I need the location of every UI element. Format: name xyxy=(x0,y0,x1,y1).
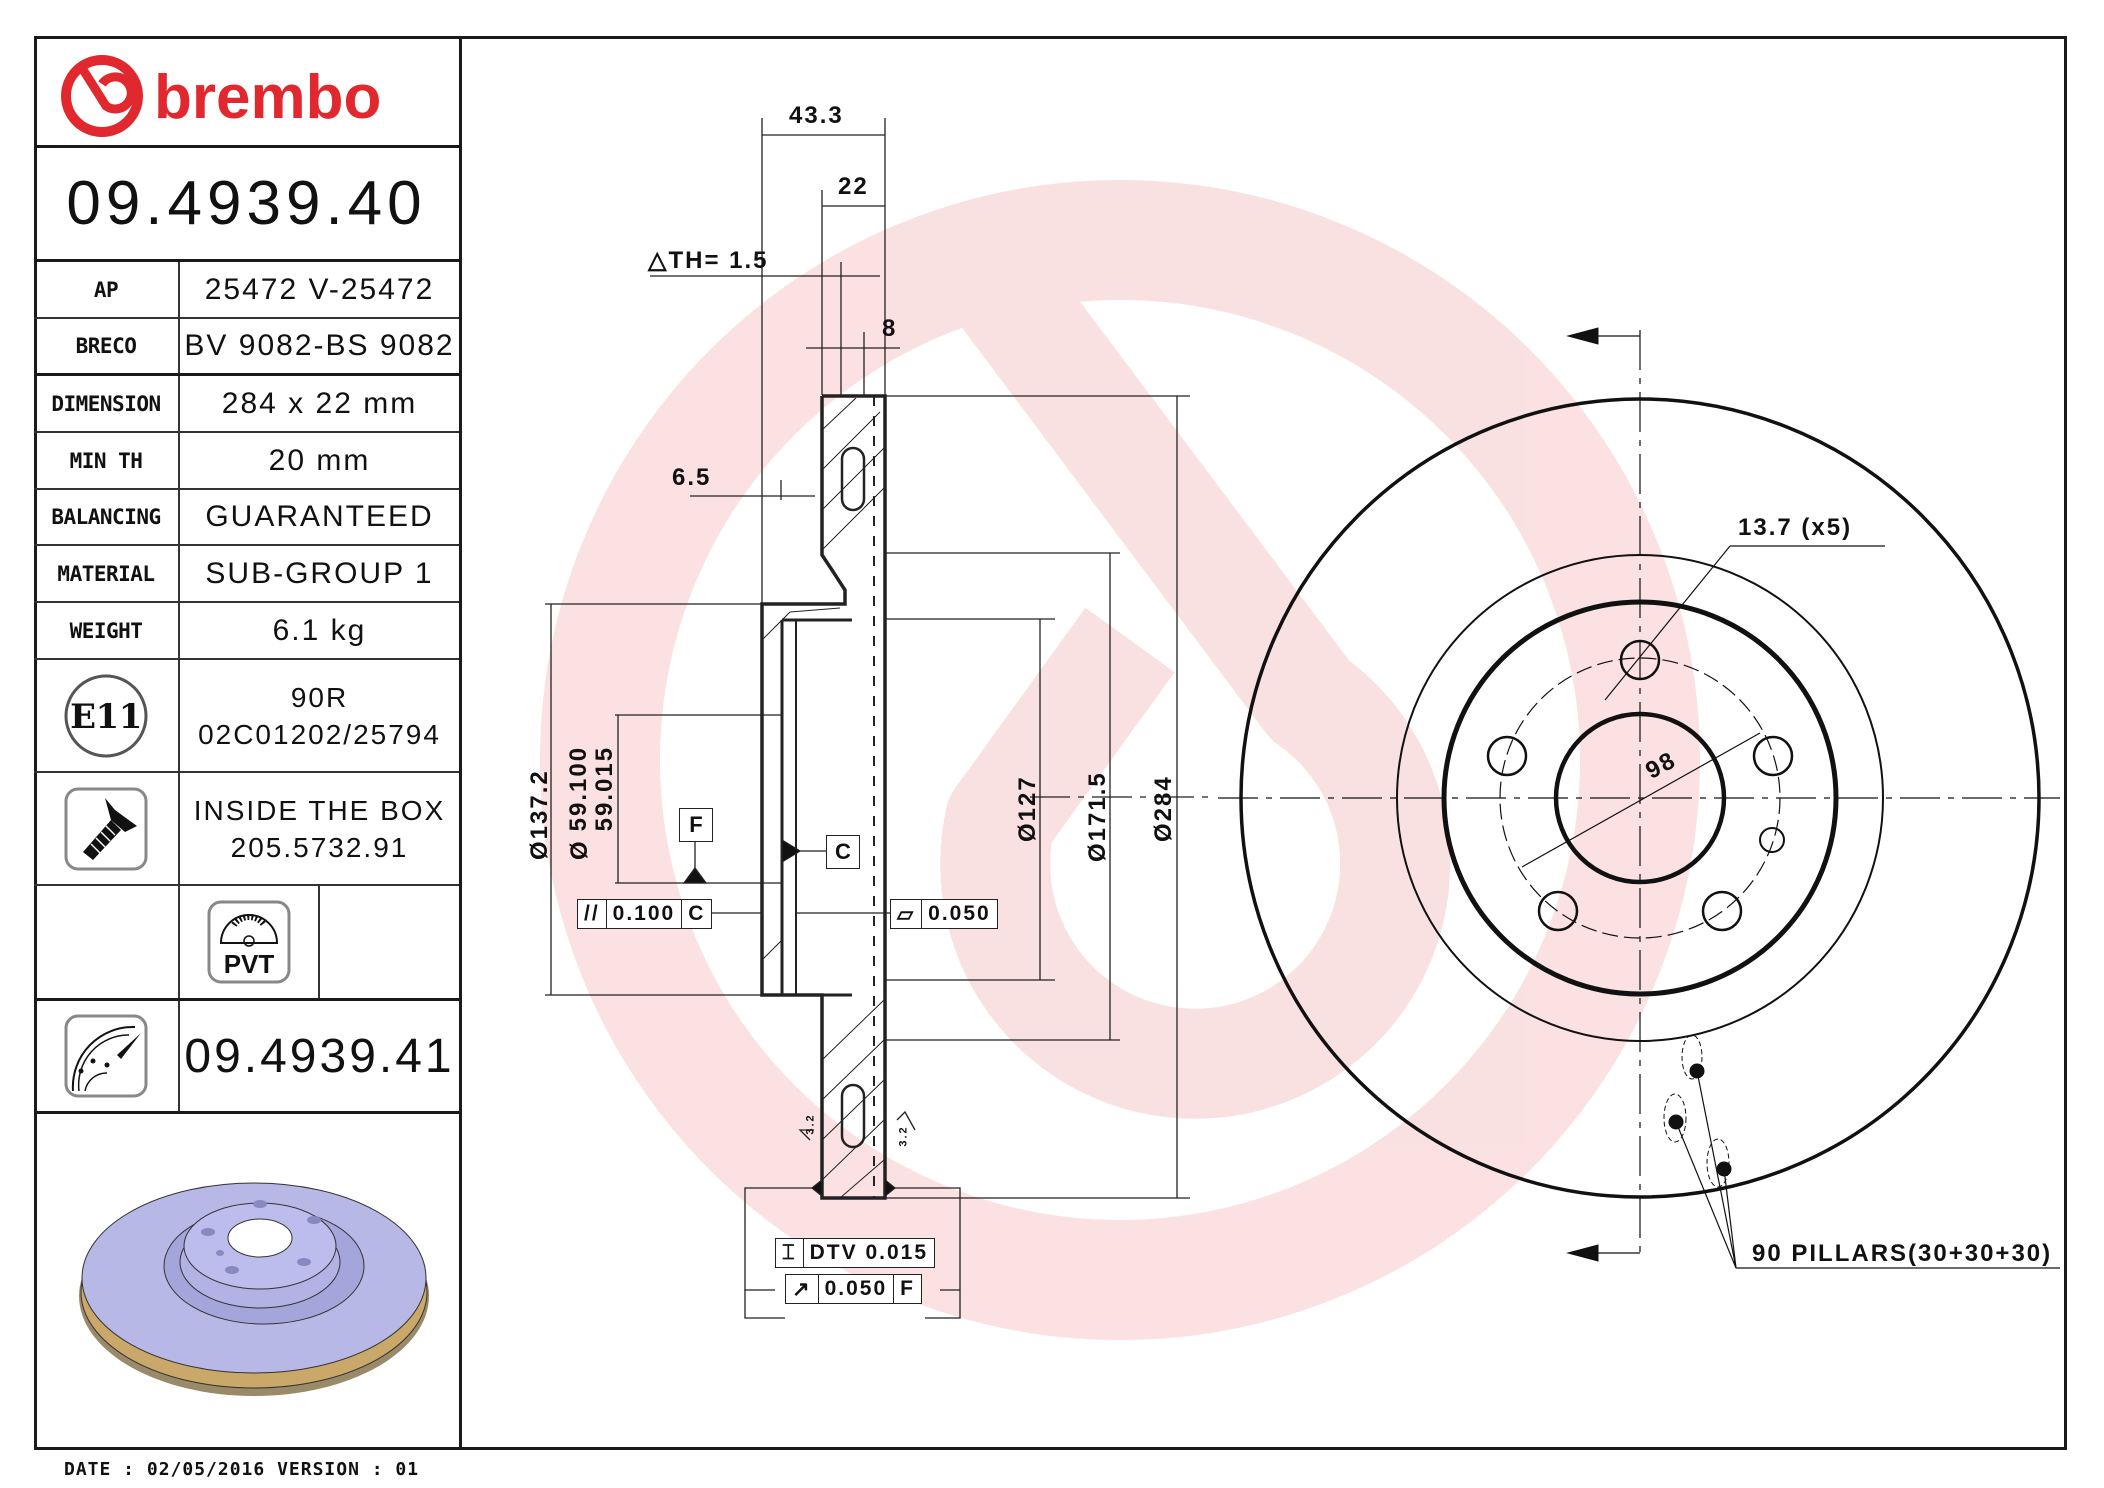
pvt-row: PVT xyxy=(34,886,459,1001)
approval-code: 90R xyxy=(290,681,349,713)
spec-label: MATERIAL xyxy=(34,546,180,601)
spec-row-dimension: DIMENSION 284 x 22 mm xyxy=(34,376,459,433)
e11-approval-icon: E11 xyxy=(64,674,148,757)
part-number: 09.4939.40 xyxy=(66,169,427,238)
screw-icon xyxy=(64,787,148,870)
spec-value: 20 mm xyxy=(268,443,371,477)
spec-label: WEIGHT xyxy=(34,603,180,658)
spec-row-min-th: MIN TH 20 mm xyxy=(34,433,459,490)
pillars-callout: 90 PILLARS(30+30+30) xyxy=(1752,1240,2053,1267)
approval-row: E11 90R 02C01202/25794 xyxy=(34,660,459,773)
spec-label: DIMENSION xyxy=(34,376,180,431)
parallelism-symbol-icon: // xyxy=(578,900,607,928)
part-number-row: 09.4939.40 xyxy=(34,148,459,262)
disc-3d-render-icon xyxy=(79,1182,429,1396)
spec-row-breco: BRECO BV 9082-BS 9082 xyxy=(34,319,459,376)
runout-symbol-icon: ↗ xyxy=(786,1275,819,1303)
drawing-frame xyxy=(34,36,2067,1450)
logo-row: brembo xyxy=(34,36,459,148)
spec-label: BALANCING xyxy=(34,490,180,544)
spec-value: GUARANTEED xyxy=(205,500,434,533)
hardware-part-number: 205.5732.91 xyxy=(230,831,409,863)
dim-vane-gap: 8 xyxy=(882,315,898,342)
dtv-tolerance: ⌶ DTV 0.015 xyxy=(775,1238,935,1268)
spec-value: 6.1 kg xyxy=(272,613,367,647)
datum-c: C xyxy=(826,835,860,869)
dim-hat-offset: 6.5 xyxy=(672,464,712,491)
dim-thickness: 22 xyxy=(838,173,869,200)
pvt-vane-icon: PVT xyxy=(207,900,291,984)
title-block: brembo 09.4939.40 AP 25472 V-25472 BRECO… xyxy=(34,36,462,1450)
parallelism-tolerance: // 0.100 C xyxy=(577,899,713,929)
spec-value: 284 x 22 mm xyxy=(221,386,418,420)
spec-row-material: MATERIAL SUB-GROUP 1 xyxy=(34,546,459,603)
svg-text:brembo: brembo xyxy=(154,63,381,132)
spec-label: MIN TH xyxy=(34,433,180,488)
spec-value: BV 9082-BS 9082 xyxy=(184,329,455,362)
alt-part-row: 09.4939.41 xyxy=(34,1001,459,1114)
hardware-row: INSIDE THE BOX 205.5732.91 xyxy=(34,773,459,886)
spec-label: AP xyxy=(34,262,180,317)
dim-delta-thickness: △TH= 1.5 xyxy=(648,247,769,274)
dim-overall-height: 43.3 xyxy=(789,102,844,129)
spec-label: BRECO xyxy=(34,319,180,373)
approval-number: 02C01202/25794 xyxy=(198,718,441,750)
brembo-logo-icon: brembo xyxy=(61,55,381,137)
datum-f: F xyxy=(679,808,713,842)
spec-value: SUB-GROUP 1 xyxy=(205,556,434,590)
thickness-variation-symbol-icon: ⌶ xyxy=(776,1239,804,1267)
drawing-date-version: DATE : 02/05/2016 VERSION : 01 xyxy=(64,1459,420,1480)
spec-row-ap: AP 25472 V-25472 xyxy=(34,262,459,319)
flatness-tolerance: ▱ 0.050 xyxy=(890,899,998,929)
spec-row-balancing: BALANCING GUARANTEED xyxy=(34,490,459,546)
hardware-note: INSIDE THE BOX xyxy=(193,794,446,826)
bolt-hole-callout: 13.7 (x5) xyxy=(1738,514,1853,541)
flatness-symbol-icon: ▱ xyxy=(891,900,923,928)
alt-part-number: 09.4939.41 xyxy=(184,1029,455,1083)
spec-value: 25472 V-25472 xyxy=(204,272,435,306)
disc-coated-icon xyxy=(64,1014,148,1098)
runout-tolerance: ↗ 0.050 F xyxy=(785,1274,922,1304)
svg-text:E11: E11 xyxy=(70,697,142,737)
spec-row-weight: WEIGHT 6.1 kg xyxy=(34,603,459,660)
svg-text:PVT: PVT xyxy=(224,949,275,979)
